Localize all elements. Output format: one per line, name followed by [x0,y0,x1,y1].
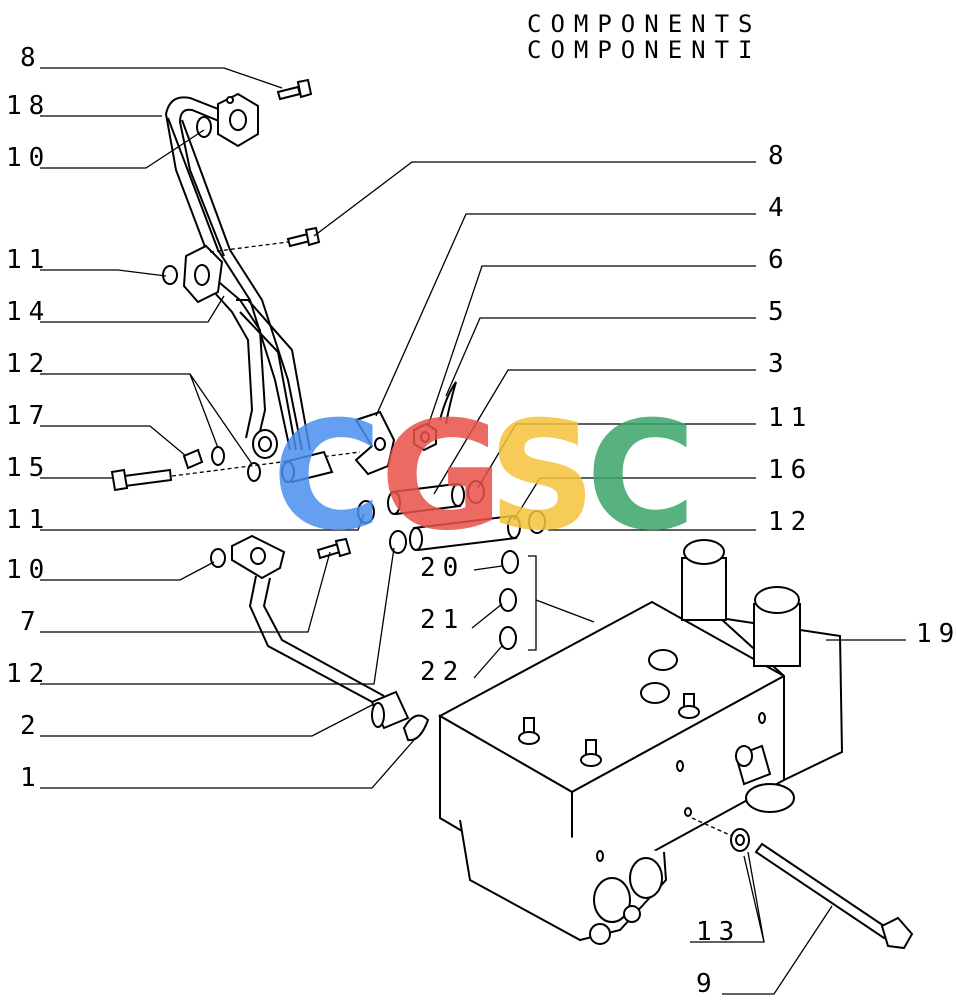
callout-left-12: 12 [6,659,51,689]
callout-right-6: 11 [768,403,813,433]
callout-left-3: 10 [6,143,51,173]
tube-part-16 [409,514,521,552]
o-ring-11-right [467,480,485,504]
callout-right-2: 4 [768,193,791,223]
callout-bottom-2: 9 [696,969,719,999]
cotter-pin-part-5 [439,381,457,425]
callout-left-4: 11 [6,245,51,275]
callout-mid-1: 20 [420,553,465,583]
o-rings [162,116,546,650]
o-ring-12-upper [211,446,225,466]
callout-right-5: 3 [768,349,791,379]
callout-labels: 8 18 10 11 14 12 17 15 11 10 7 12 2 1 8 … [6,43,956,999]
o-ring-11-upper [162,265,178,285]
clamp-part-4 [354,410,396,476]
nut-part-6 [413,422,437,452]
callout-mid-2: 21 [420,605,465,635]
bolt-part-15 [110,451,361,492]
upper-pipe-assembly [164,92,311,459]
screw-part-8-top [276,78,313,101]
callout-mid-3: 22 [420,657,465,687]
o-ring-22 [499,626,517,650]
title-italian: COMPONENTI [527,36,762,64]
callout-left-8: 15 [6,453,51,483]
callout-right-8: 12 [768,507,813,537]
watermark-letter-4: C [586,390,696,564]
callout-left-14: 1 [20,763,43,793]
callout-right-3: 6 [768,245,791,275]
watermark-letter-1: C [272,390,382,564]
callout-left-6: 12 [6,349,51,379]
callout-left-11: 7 [20,607,43,637]
o-ring-10-lower [210,548,226,568]
valve-block-part-19 [437,539,844,945]
title-english: COMPONENTS [527,10,762,38]
bolt-part-9 [754,842,914,950]
watermark-letter-2: G [380,390,503,564]
o-ring-10-top [196,116,212,138]
washer-part-13 [691,817,750,852]
callout-left-10: 10 [6,555,51,585]
bracket-20-22 [528,555,537,651]
lower-pipe-assembly [231,534,430,742]
callout-right-1: 8 [768,141,791,171]
callout-right-4: 5 [768,297,791,327]
o-ring-21 [499,588,517,612]
callout-left-13: 2 [20,711,43,741]
callout-left-1: 8 [20,43,43,73]
plug-part-17 [182,448,204,470]
watermark-letter-3: S [488,390,596,564]
o-ring-12-lower [389,530,407,554]
o-ring-20 [501,550,519,574]
callout-bottom-1: 13 [696,917,741,947]
callout-right-7: 16 [768,455,813,485]
tube-part-3 [387,482,465,516]
tube-sleeve-left [281,450,334,484]
callout-left-9: 11 [6,505,51,535]
callout-left-5: 14 [6,297,51,327]
callout-left-2: 18 [6,91,51,121]
screw-part-8-mid [209,226,321,253]
callout-right-9: 19 [916,619,956,649]
watermark-logo: C G S C [272,390,696,564]
o-ring-12-right [528,510,546,534]
leader-lines [40,67,906,995]
callout-left-7: 17 [6,401,51,431]
